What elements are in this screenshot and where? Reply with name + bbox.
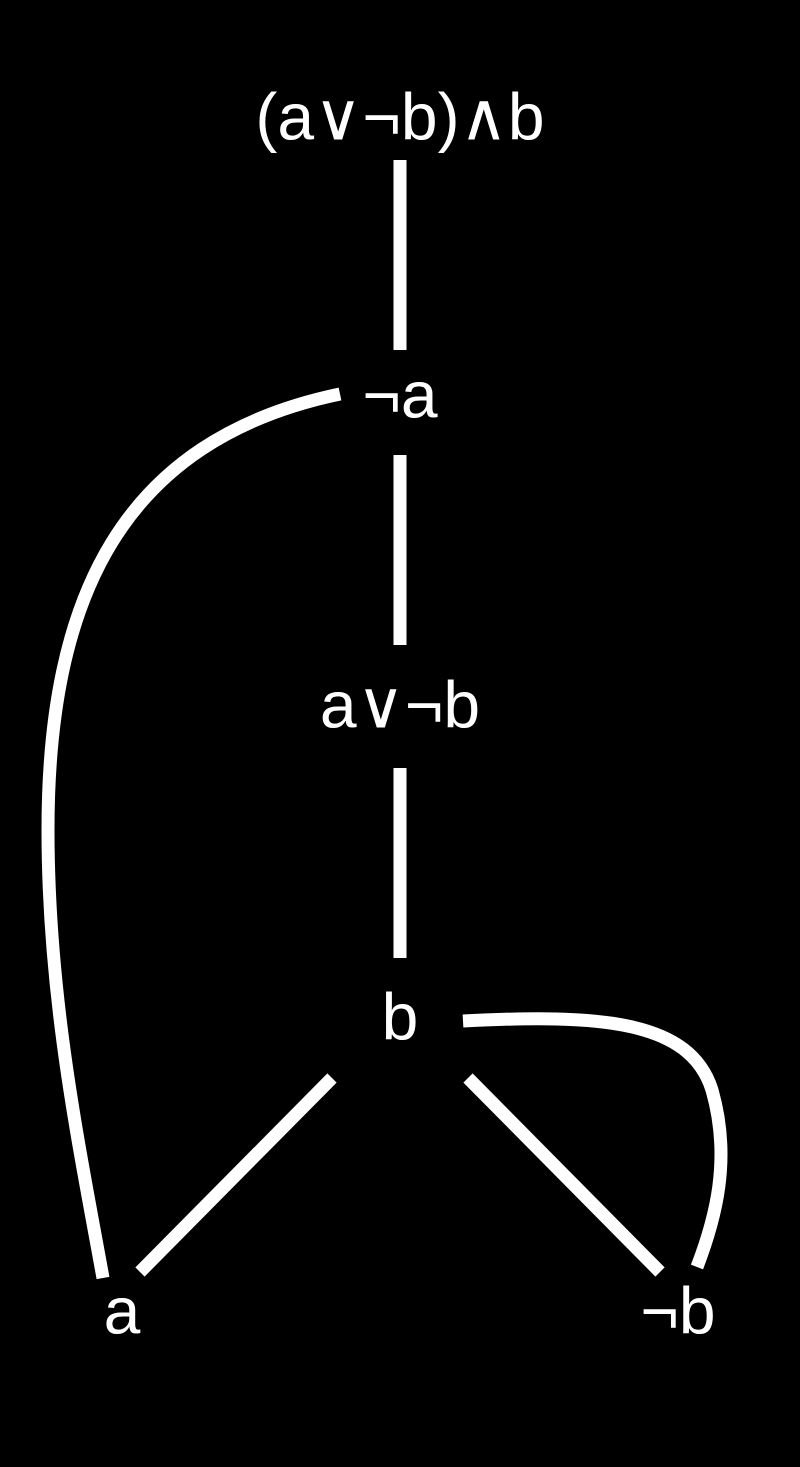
node-root-formula: (a∨¬b)∧b [255,79,544,153]
edge-b-to-a [135,1073,337,1277]
node-b: b [382,979,419,1053]
edge-b-to-not-b [463,1073,665,1277]
node-a: a [104,1273,141,1347]
curved-edge-b-to-not-b [462,1012,728,1270]
node-not-a: ¬a [362,357,438,431]
curved-edge-not-a-to-a [41,387,342,1280]
node-not-b: ¬b [640,1273,715,1347]
node-a-or-not-b: a∨¬b [320,667,480,741]
